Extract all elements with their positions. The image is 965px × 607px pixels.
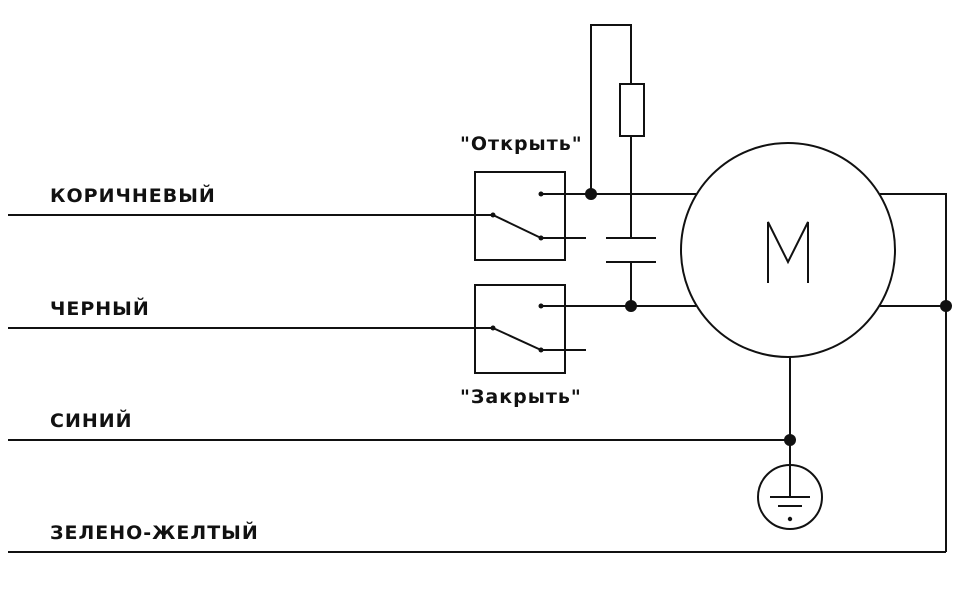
motor-right-top-wire xyxy=(880,193,947,552)
open-switch xyxy=(474,171,586,261)
blue-wire-label: СИНИЙ xyxy=(50,410,133,432)
brown-wire-label: КОРИЧНЕВЫЙ xyxy=(50,185,216,207)
motor-letter xyxy=(767,221,809,283)
open-switch-label: "Открыть" xyxy=(460,133,583,155)
motor xyxy=(680,142,896,358)
capacitor xyxy=(606,237,656,306)
green-yellow-wire-label: ЗЕЛЕНО-ЖЕЛТЫЙ xyxy=(50,522,259,544)
junction-dot xyxy=(585,188,597,200)
close-switch xyxy=(474,284,586,374)
resistor xyxy=(590,24,645,238)
black-wire-label: ЧЕРНЫЙ xyxy=(50,298,150,320)
junction-dot xyxy=(625,300,637,312)
ground-icon xyxy=(757,464,823,530)
close-switch-label: "Закрыть" xyxy=(460,386,582,408)
